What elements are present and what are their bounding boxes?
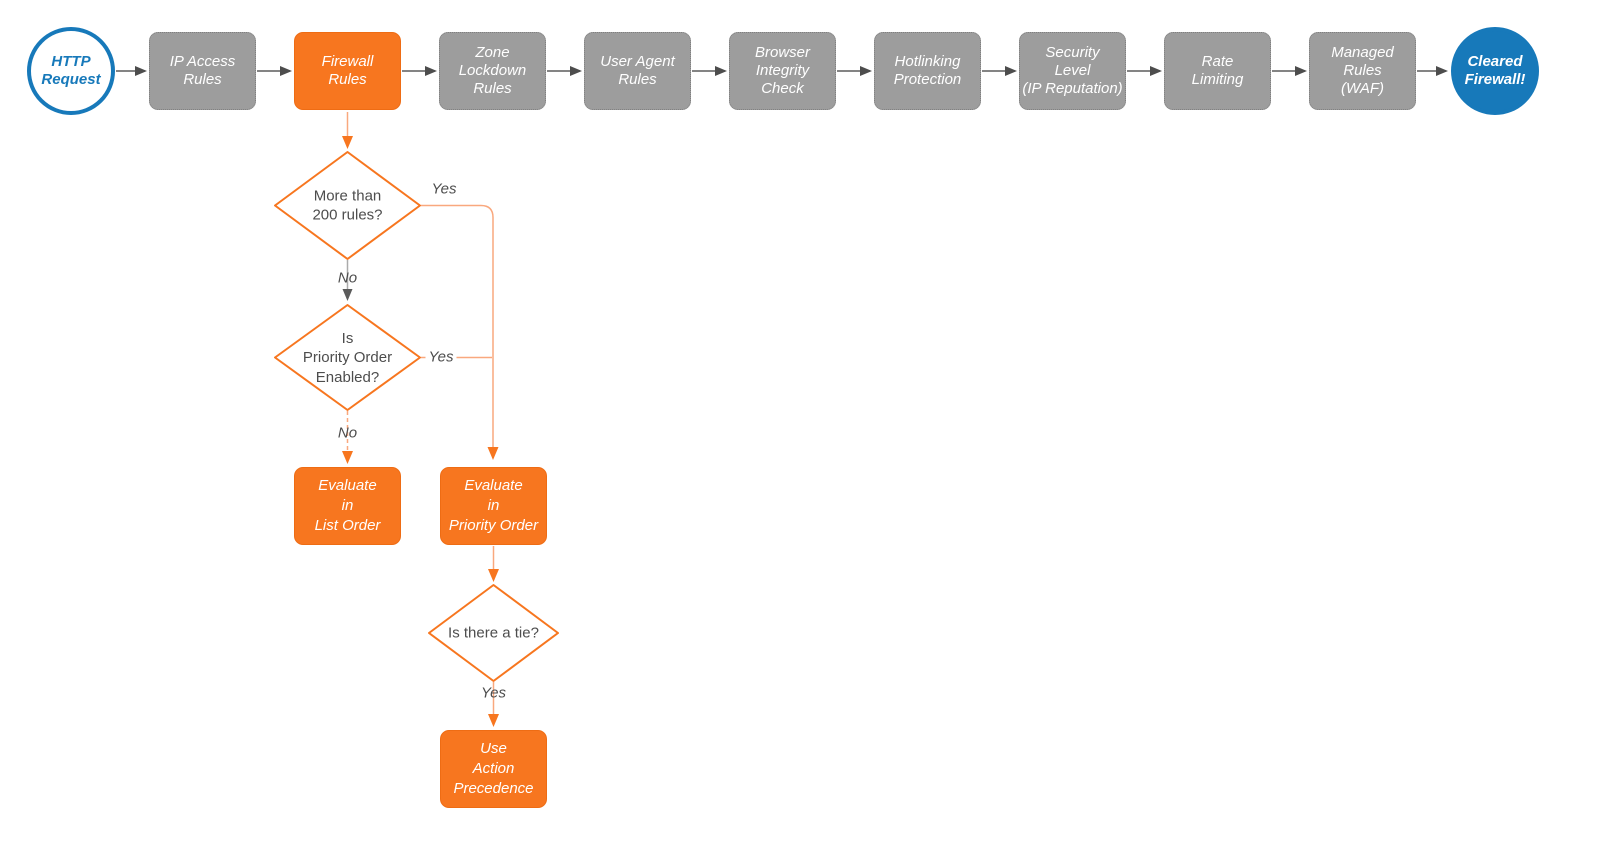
node-http-request-label: HTTP Request (41, 53, 101, 88)
node-browser-integrity-check: Browser Integrity Check (729, 32, 836, 110)
node-security-level: Security Level (IP Reputation) (1019, 32, 1126, 110)
decision-priority-order-enabled-question: Is Priority Order Enabled? (302, 329, 393, 386)
node-security-level-label: Security Level (IP Reputation) (1022, 43, 1123, 98)
node-evaluate-priority-order: Evaluate in Priority Order (440, 467, 547, 545)
node-managed-rules-waf: Managed Rules (WAF) (1309, 32, 1416, 110)
node-use-action-precedence-label: Use Action Precedence (453, 740, 534, 797)
edge-label-decision2-yes: Yes (425, 348, 457, 365)
node-use-action-precedence: Use Action Precedence (440, 730, 547, 808)
edge-label-decision1-yes: Yes (431, 180, 457, 198)
node-user-agent-rules: User Agent Rules (584, 32, 691, 110)
node-evaluate-list-order-label: Evaluate in List Order (314, 477, 381, 534)
edge-label-decision1-no: No (337, 269, 358, 287)
node-hotlinking-protection-label: Hotlinking Protection (893, 52, 962, 88)
node-managed-rules-waf-label: Managed Rules (WAF) (1331, 43, 1394, 98)
node-zone-lockdown-rules-label: Zone Lockdown Rules (458, 43, 527, 98)
decision-is-there-a-tie-question: Is there a tie? (448, 624, 539, 642)
node-firewall-rules-label: Firewall Rules (321, 52, 374, 88)
node-evaluate-list-order: Evaluate in List Order (294, 467, 401, 545)
node-rate-limiting: Rate Limiting (1164, 32, 1271, 110)
node-ip-access-rules: IP Access Rules (149, 32, 256, 110)
node-hotlinking-protection: Hotlinking Protection (874, 32, 981, 110)
node-user-agent-rules-label: User Agent Rules (600, 52, 675, 88)
node-http-request: HTTP Request (27, 27, 115, 115)
node-browser-integrity-check-label: Browser Integrity Check (754, 43, 810, 98)
node-evaluate-priority-order-label: Evaluate in Priority Order (448, 477, 539, 534)
decision-more-than-200-rules-question: More than 200 rules? (312, 187, 383, 224)
edge-label-decision2-no: No (337, 424, 358, 442)
node-cleared-firewall-label: Cleared Firewall! (1464, 53, 1526, 88)
node-zone-lockdown-rules: Zone Lockdown Rules (439, 32, 546, 110)
node-rate-limiting-label: Rate Limiting (1191, 52, 1244, 88)
edge-label-decision3-yes: Yes (480, 684, 507, 702)
node-firewall-rules: Firewall Rules (294, 32, 401, 110)
node-cleared-firewall: Cleared Firewall! (1451, 27, 1539, 115)
node-ip-access-rules-label: IP Access Rules (169, 52, 236, 88)
